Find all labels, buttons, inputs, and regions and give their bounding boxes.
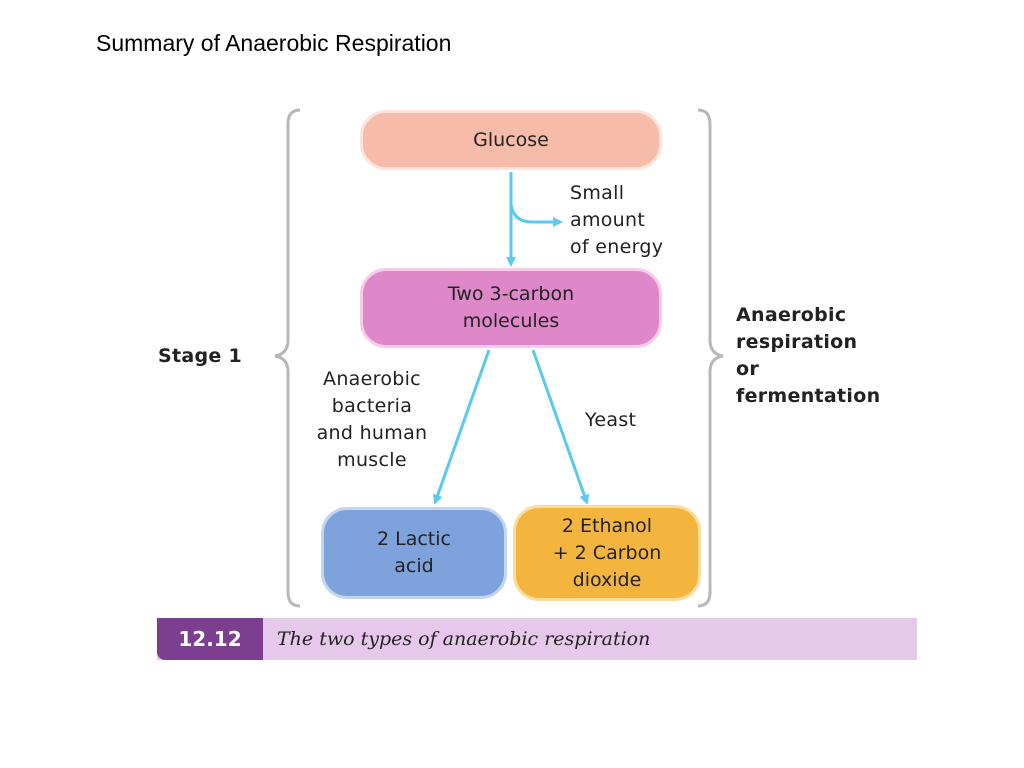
small-energy-label: Small amount of energy	[570, 182, 664, 258]
three-carbon-molecules-box: Two 3-carbon molecules	[360, 268, 662, 348]
right-brace	[697, 108, 724, 608]
lactic-acid-box: 2 Lactic acid	[321, 507, 507, 599]
yeast-label: Yeast	[585, 409, 637, 431]
slide-title: Summary of Anaerobic Respiration	[96, 30, 452, 56]
left-brace	[274, 108, 301, 608]
figure-caption: 12.12 The two types of anaerobic respira…	[157, 618, 917, 660]
caption-text: The two types of anaerobic respiration	[277, 628, 651, 650]
process-label: Anaerobic respiration or fermentation	[736, 304, 881, 407]
stage-label: Stage 1	[158, 345, 243, 367]
arrow-energy	[509, 204, 563, 227]
arrow-to-lactic-acid	[432, 349, 491, 505]
arrow-to-ethanol	[531, 349, 590, 505]
figure-number: 12.12	[157, 618, 263, 660]
glucose-box: Glucose	[360, 110, 662, 170]
ethanol-box: 2 Ethanol + 2 Carbon dioxide	[513, 505, 701, 601]
bacteria-muscle-label: Anaerobic bacteria and human muscle	[316, 368, 428, 471]
